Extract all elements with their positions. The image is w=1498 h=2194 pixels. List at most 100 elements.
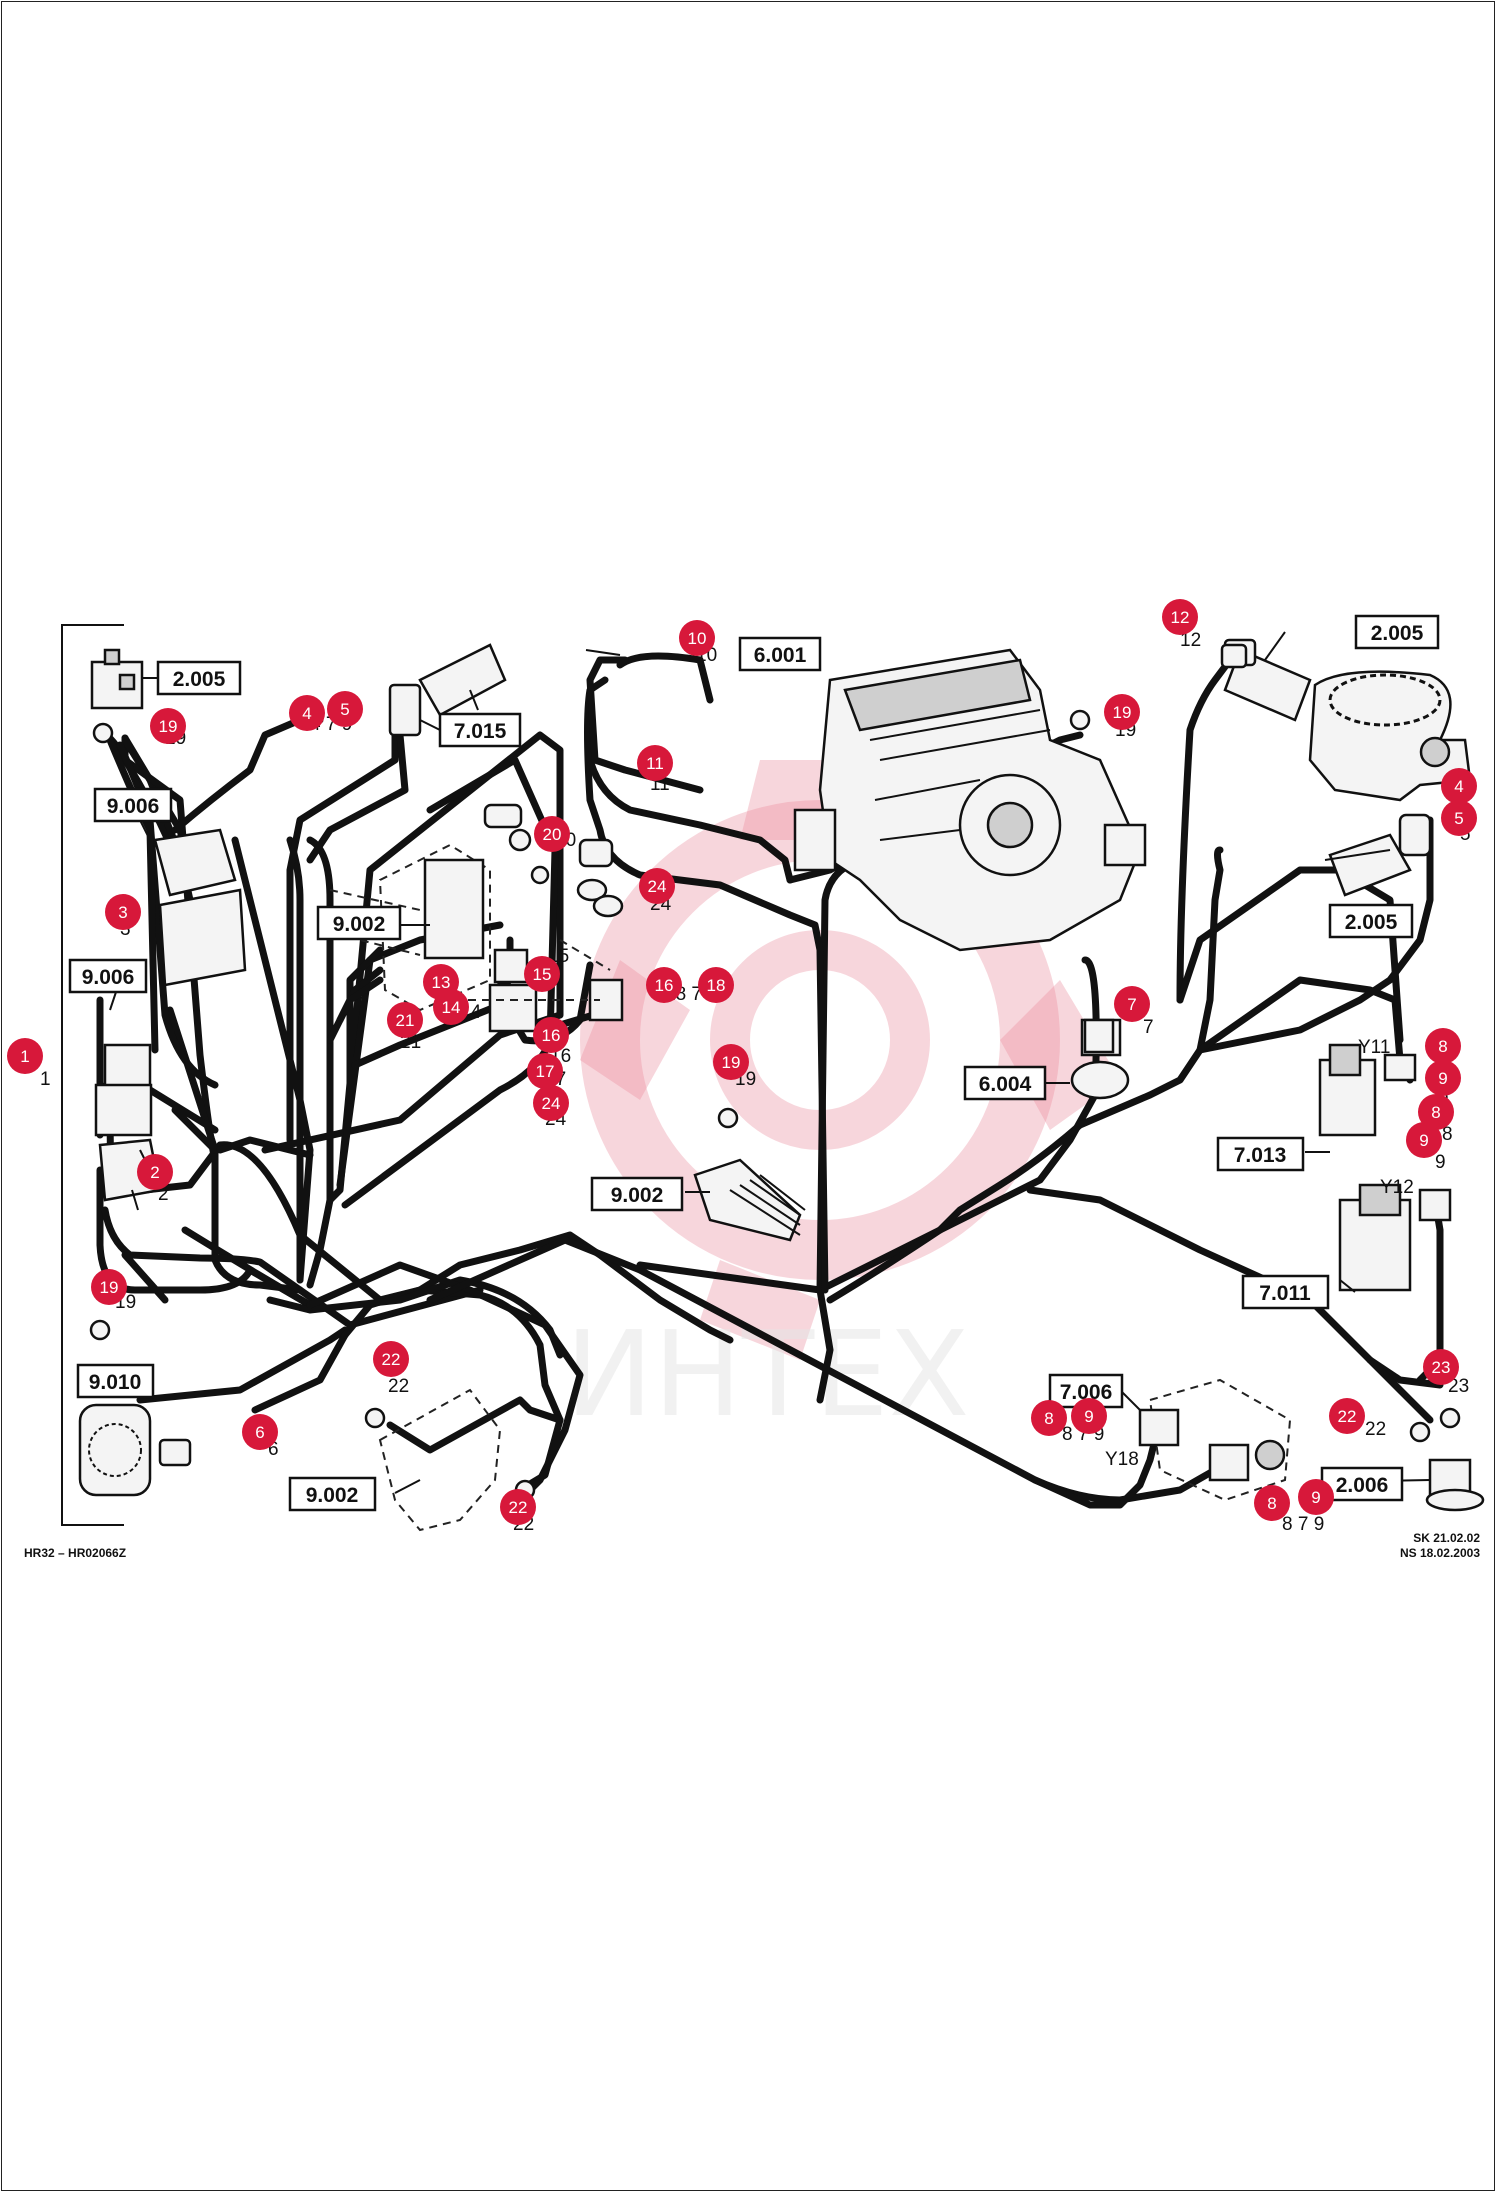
svg-text:22: 22 [1338, 1407, 1357, 1426]
ref-9010: 9.010 [76, 1363, 155, 1399]
svg-text:7: 7 [1127, 995, 1136, 1014]
svg-text:21: 21 [396, 1011, 415, 1030]
svg-text:2.005: 2.005 [1371, 622, 1424, 645]
svg-text:2.005: 2.005 [173, 668, 226, 691]
callout-badge: 9 [1425, 1060, 1461, 1096]
svg-text:11: 11 [646, 754, 664, 773]
svg-text:9.010: 9.010 [89, 1371, 142, 1394]
valve-labels: Y11 Y12 Y18 [1105, 1037, 1414, 1470]
callout-badge: 5 [327, 691, 363, 727]
callout-badge: 10 [679, 620, 715, 656]
callout-badge: 9 [1298, 1479, 1334, 1515]
svg-text:9: 9 [1311, 1488, 1320, 1507]
parts [78, 638, 1485, 1532]
callout-badge: 9 [1406, 1122, 1442, 1158]
drawing-number: HR32 – HR02066Z [24, 1546, 126, 1560]
svg-text:23: 23 [1432, 1358, 1451, 1377]
ref-6004: 6.004 [963, 1065, 1047, 1101]
svg-text:9.006: 9.006 [107, 795, 160, 818]
svg-text:9.002: 9.002 [333, 913, 386, 936]
battery-cable-icon [693, 1158, 806, 1242]
svg-text:10: 10 [688, 629, 707, 648]
engine-icon [793, 648, 1147, 952]
callout-badge: 11 [637, 745, 673, 781]
svg-text:2: 2 [150, 1163, 159, 1182]
svg-text:4: 4 [1454, 777, 1463, 796]
svg-text:6: 6 [268, 1439, 279, 1460]
svg-text:18: 18 [707, 976, 726, 995]
ref-2005-flange: 2.005 [1354, 614, 1440, 650]
svg-text:3: 3 [118, 903, 127, 922]
drawing-footer: HR32 – HR02066Z SK 21.02.02 NS 18.02.200… [24, 1531, 1480, 1560]
relay-module-icon [319, 843, 624, 1033]
svg-text:13: 13 [432, 973, 451, 992]
ref-7013: 7.013 [1216, 1136, 1305, 1172]
svg-text:6.004: 6.004 [979, 1073, 1032, 1096]
svg-text:23: 23 [1448, 1376, 1469, 1397]
svg-text:15: 15 [533, 965, 552, 984]
callout-badge: 21 [387, 1002, 423, 1038]
svg-text:16: 16 [542, 1026, 561, 1045]
svg-text:7: 7 [1143, 1017, 1154, 1038]
solenoid-valve-icon [1138, 1043, 1452, 1502]
svg-text:16: 16 [655, 976, 674, 995]
svg-text:22: 22 [382, 1350, 401, 1369]
callout-badge: 2 [137, 1154, 173, 1190]
callout-badge: 8 [1254, 1485, 1290, 1521]
ref-9002-cable: 9.002 [590, 1176, 684, 1212]
svg-text:2.005: 2.005 [1345, 911, 1398, 934]
callout-badge: 18 [698, 967, 734, 1003]
svg-text:12: 12 [1171, 608, 1190, 627]
callout-badge: 16 [646, 967, 682, 1003]
revision-line-2: NS 18.02.2003 [1400, 1546, 1480, 1560]
watermark-text: ИНТЕХ [565, 1305, 969, 1443]
callout-badge: 8 [1418, 1094, 1454, 1130]
svg-text:7.006: 7.006 [1060, 1381, 1113, 1404]
revision-line-1: SK 21.02.02 [1413, 1531, 1480, 1545]
svg-text:8: 8 [1442, 1124, 1453, 1145]
callout-badge: 19 [713, 1044, 749, 1080]
callout-badge: 3 [105, 894, 141, 930]
svg-text:7.011: 7.011 [1259, 1282, 1311, 1305]
svg-text:19: 19 [722, 1053, 741, 1072]
sensor-icon [388, 638, 1432, 897]
svg-text:9: 9 [1438, 1069, 1447, 1088]
svg-text:14: 14 [442, 998, 461, 1017]
callout-badge: 6 [242, 1414, 278, 1450]
svg-text:7.013: 7.013 [1234, 1144, 1287, 1167]
callout-badge: 20 [534, 816, 570, 852]
callout-badge: 9 [1071, 1398, 1107, 1434]
callout-badge: 19 [1104, 694, 1140, 730]
svg-text:9.002: 9.002 [611, 1184, 664, 1207]
svg-text:22: 22 [388, 1376, 409, 1397]
svg-text:8: 8 [1431, 1103, 1440, 1122]
svg-text:22: 22 [509, 1498, 528, 1517]
svg-text:8: 8 [1438, 1037, 1447, 1056]
horn-icon [78, 1403, 192, 1497]
connector-block-icon [90, 648, 144, 710]
svg-text:9: 9 [1084, 1407, 1093, 1426]
svg-text:9: 9 [1435, 1152, 1446, 1173]
svg-text:5: 5 [1454, 809, 1463, 828]
svg-text:2: 2 [158, 1184, 169, 1205]
callout-badge: 14 [433, 989, 469, 1025]
ref-2006: 2.006 [1320, 1466, 1404, 1502]
bracket-plate-icon [378, 1388, 502, 1532]
ref-7011: 7.011 [1241, 1274, 1330, 1310]
ref-9006-first: 9.006 [93, 787, 173, 823]
callout-badge: 16 [533, 1017, 569, 1053]
callout-badge: 24 [533, 1085, 569, 1121]
svg-text:22: 22 [1365, 1419, 1386, 1440]
ref-9002-relay: 9.002 [316, 905, 402, 941]
fuse-holder-icon [483, 803, 624, 918]
svg-text:20: 20 [543, 825, 562, 844]
svg-text:9: 9 [1419, 1131, 1428, 1150]
callout-badge: 5 [1441, 800, 1477, 836]
svg-text:24: 24 [648, 877, 667, 896]
valve-y18-label: Y18 [1105, 1449, 1139, 1470]
valve-y12-label: Y12 [1380, 1177, 1414, 1198]
callout-badge: 4 [1441, 768, 1477, 804]
ref-2005-sensor: 2.005 [1328, 903, 1414, 939]
